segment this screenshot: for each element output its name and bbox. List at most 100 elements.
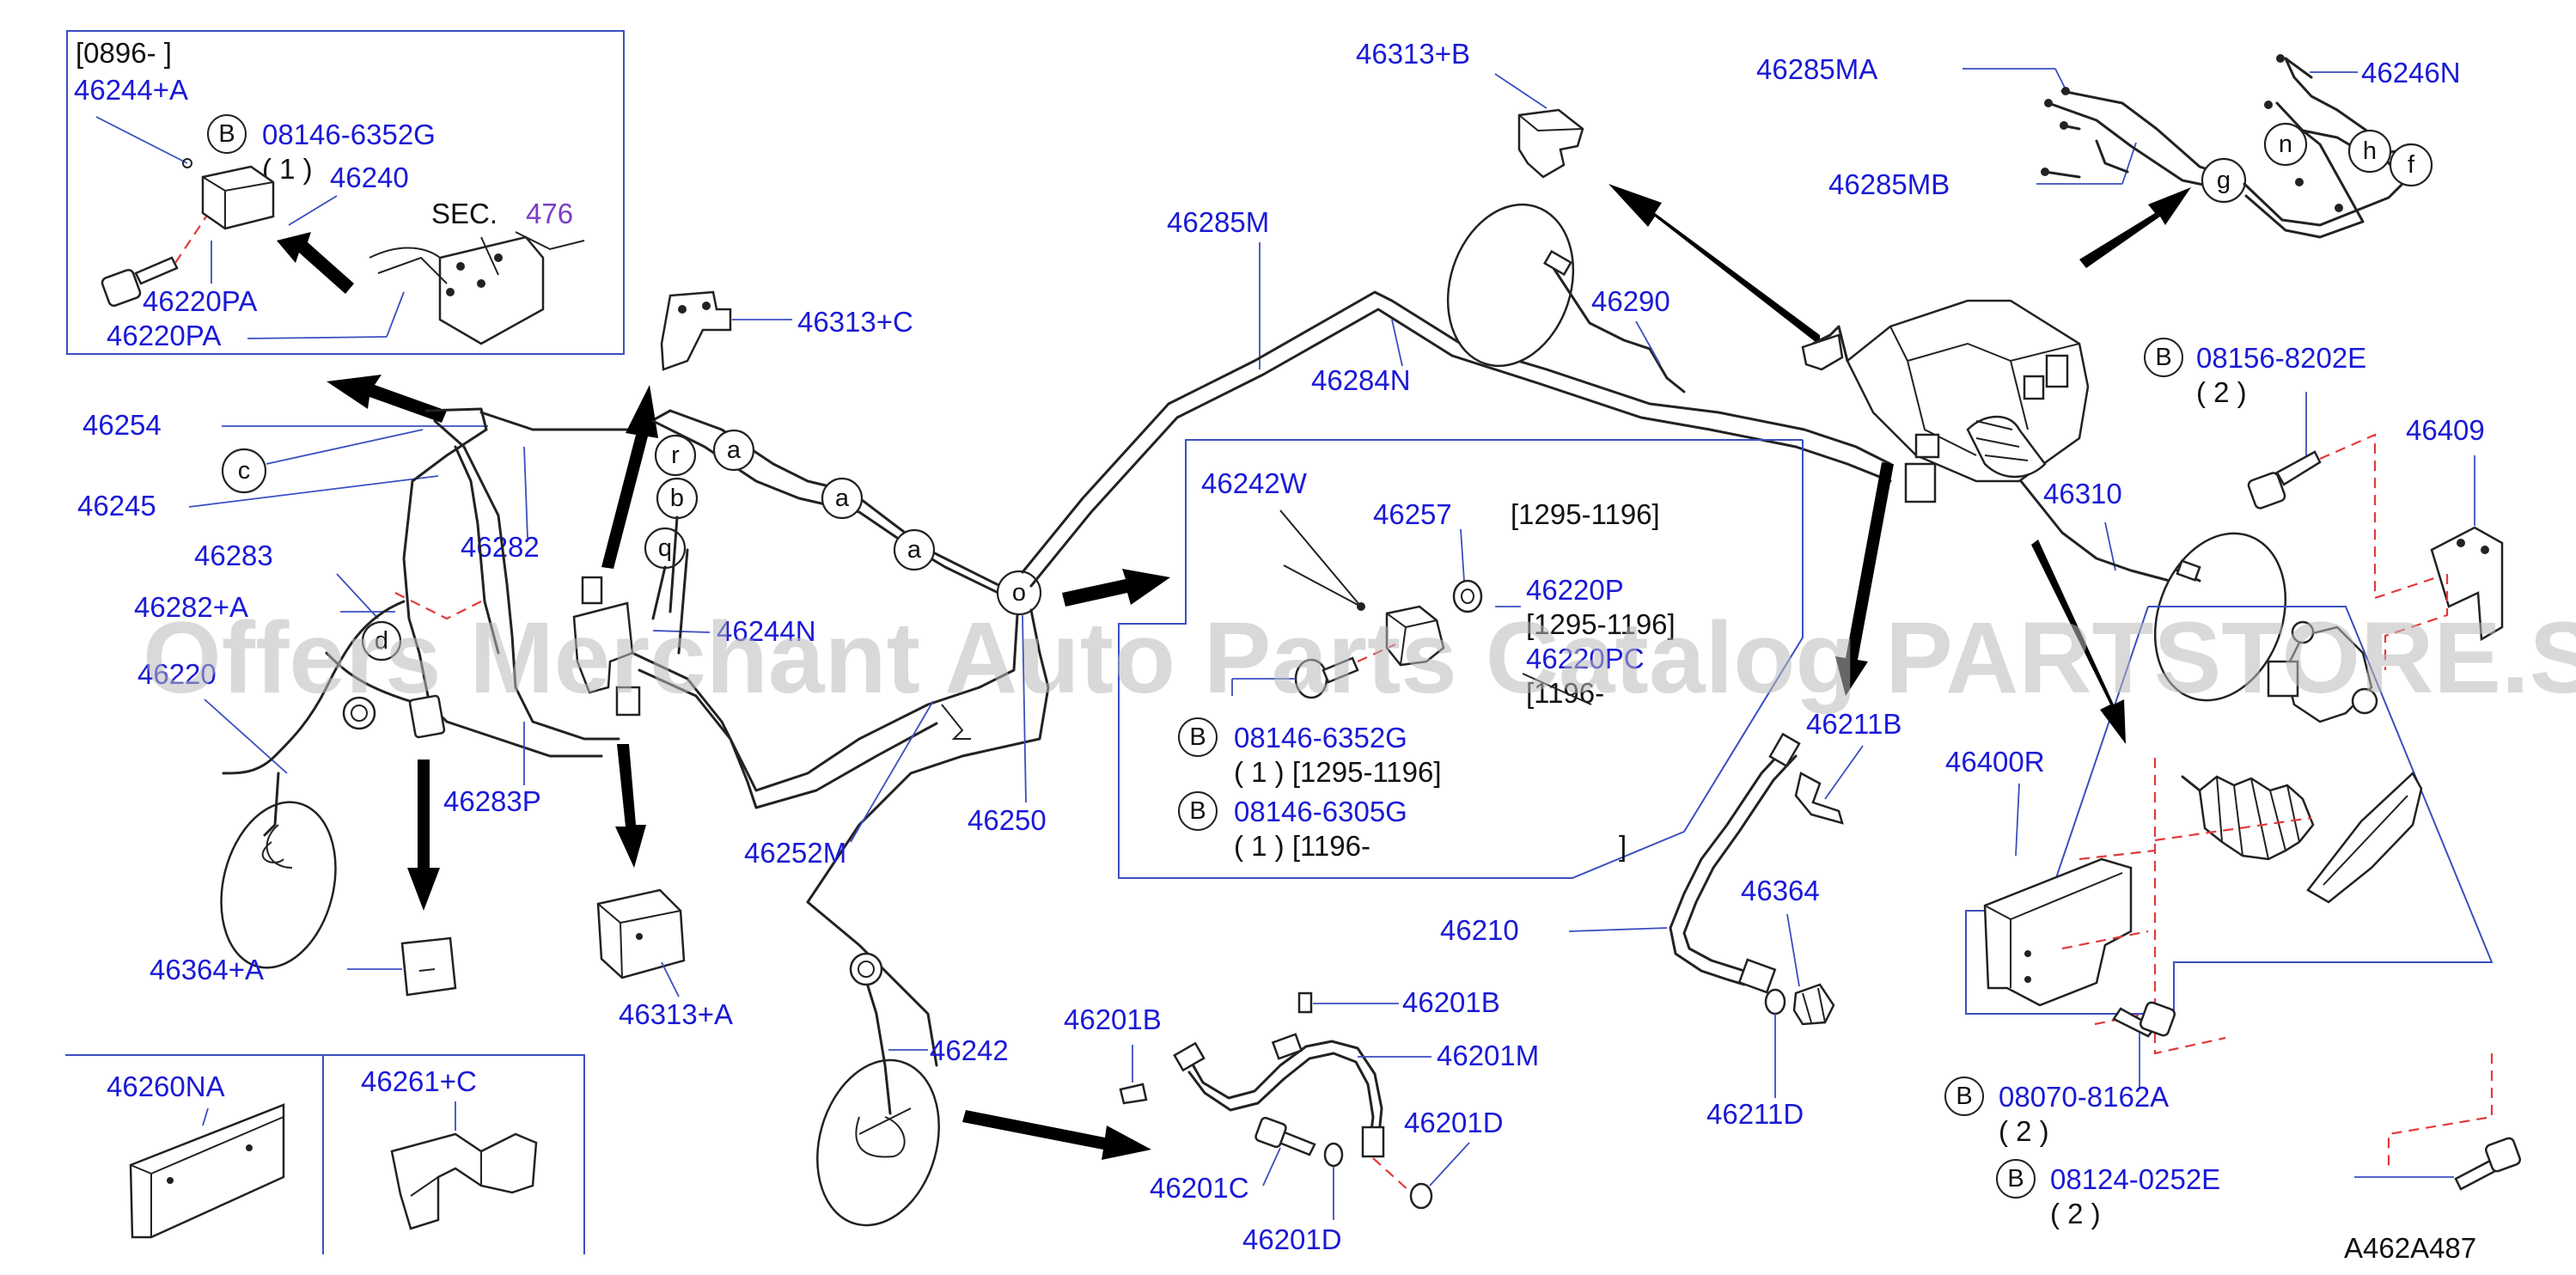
arrow-to-46313b [1608,184,1820,345]
part-46409-bracket [2430,526,2504,642]
date-close-bracket: ] [1619,830,1627,862]
label-46261-c: 46261+C [361,1065,477,1097]
bolt-qty-08146-6305g: ( 1 ) [1196- [1234,830,1370,862]
arrow-to-top-right [2079,187,2191,268]
part-backing-plate-left [220,801,337,969]
inset-box-center-clip-detail: 46242W 46257 [1295-1196] 46220P [1295-11… [1118,439,1804,879]
bolt-qty-08070-8162a: ( 2 ) [1999,1115,2049,1147]
label-46201d-2: 46201D [1404,1107,1504,1138]
bolt-qty-08146-6352g-mid: ( 1 ) [1295-1196] [1234,756,1442,788]
label-46400r: 46400R [1945,746,2045,778]
part-46364-nut [1792,983,1835,1026]
bottom-left-bracket-boxes: 46260NA 46261+C [65,1054,585,1254]
conn-letter-f: f [2408,151,2415,179]
label-46313-b: 46313+B [1356,38,1470,70]
label-46244n: 46244N [717,615,816,647]
conn-letter-g: g [2217,167,2231,194]
figure-code: A462A487 [2344,1232,2476,1264]
part-46211b-clip [1794,772,1844,825]
part-bolt-46220pa [101,256,179,308]
bolt-marker-b-7: B [2007,1165,2024,1193]
bolt-qty-08124-0252e: ( 2 ) [2050,1198,2101,1229]
part-46220p-block [1385,605,1445,667]
label-46244-a: 46244+A [74,74,188,106]
label-46283p: 46283P [443,785,541,817]
part-46313b-clip [1517,108,1584,179]
label-46250: 46250 [968,804,1047,836]
part-46260na-plate [129,1103,285,1239]
arrow-to-inset [327,375,447,423]
part-46313c-bracket [660,290,732,371]
part-bracket-block [201,165,275,230]
conn-letter-b: b [670,485,684,512]
watermark: Offers Merchant Auto Parts Catalog PARTS… [143,601,2576,715]
label-46242: 46242 [930,1034,1009,1066]
label-46220: 46220 [137,658,217,690]
label-46201c: 46201C [1150,1172,1249,1204]
part-master-cylinder-sketch [369,231,585,345]
label-46220pa-1: 46220PA [143,285,257,317]
arrow-down-center [1835,462,1894,696]
master-cylinder-assembly [1801,299,2090,503]
label-46220pa-2: 46220PA [107,320,221,351]
part-46400r-bracket [1983,857,2133,1007]
bolt-ref-08146-6305g: 08146-6305G [1234,796,1407,827]
label-46313-a: 46313+A [619,998,733,1030]
label-46254: 46254 [82,409,162,441]
label-46409: 46409 [2406,414,2485,446]
label-46246n: 46246N [2361,57,2461,88]
date-46257: [1295-1196] [1511,498,1660,530]
bolt-ref-08146-6352g-top: 08146-6352G [262,119,436,150]
part-caliper-valve [2267,620,2378,723]
date-46220p: [1295-1196] [1526,608,1676,640]
label-46245: 46245 [77,490,156,522]
arrow-down-46364a [407,760,440,911]
part-dust-boot [2181,775,2315,861]
label-46220p: 46220P [1526,574,1624,606]
part-bolt-08156-8202e [2247,450,2322,509]
label-46310: 46310 [2043,478,2122,509]
bolt-marker-b-5: B [1189,797,1206,825]
sec-number-476: 476 [526,198,573,229]
part-bolt-46201c [1254,1116,1316,1156]
label-46260na: 46260NA [107,1071,225,1102]
label-46285ma: 46285MA [1756,53,1877,85]
bolt-qty-08156-8202e: ( 2 ) [2196,376,2247,408]
inset-date-code: [0896- ] [76,37,172,69]
arrow-to-center-inset [1062,569,1170,607]
label-46283: 46283 [194,540,273,571]
conn-letter-h: h [2363,137,2377,165]
label-46282-a: 46282+A [134,591,248,623]
label-46364-a: 46364+A [150,954,264,985]
label-46240: 46240 [330,162,409,193]
label-46290: 46290 [1591,285,1670,317]
conn-letter-a-2: a [835,485,850,512]
arrow-down-right [2031,540,2126,744]
label-46210: 46210 [1440,914,1519,946]
top-right-lines: 46285MA 46285MB g n h f 46246N [1756,53,2461,268]
bolt-marker-b-3: B [2155,344,2171,371]
bolt-ref-08070-8162a: 08070-8162A [1999,1081,2169,1113]
label-46242w: 46242W [1201,467,1308,499]
center-main-lines: 46285M 46284N 46290 46313+B [1021,38,1892,588]
center-lower-hoses: 46211B 46210 46364 46211D 46242 46 [816,462,1901,1255]
bolt-marker-b-6: B [1956,1083,1972,1110]
arrow-down-46313a [615,744,646,868]
part-46313a-block [596,888,686,979]
bolt-marker-b: B [218,120,235,148]
conn-letter-o: o [1012,579,1026,607]
label-46220pc: 46220PC [1526,643,1645,674]
label-46211b: 46211B [1806,708,1901,740]
label-46313-c: 46313+C [797,306,913,338]
label-46201m: 46201M [1437,1040,1539,1071]
left-brake-lines: 46254 c 46245 46283 46282+A 46220 d 4628… [77,290,1050,1067]
label-46257: 46257 [1373,498,1452,530]
label-46211d: 46211D [1706,1098,1804,1130]
label-46284n: 46284N [1311,364,1411,396]
conn-letter-a-3: a [907,536,922,564]
part-brake-pad [2306,771,2423,904]
label-46201b-2: 46201B [1402,986,1500,1018]
part-46261c-bracket [390,1132,538,1230]
part-46201b-clip-1 [1119,1083,1148,1105]
